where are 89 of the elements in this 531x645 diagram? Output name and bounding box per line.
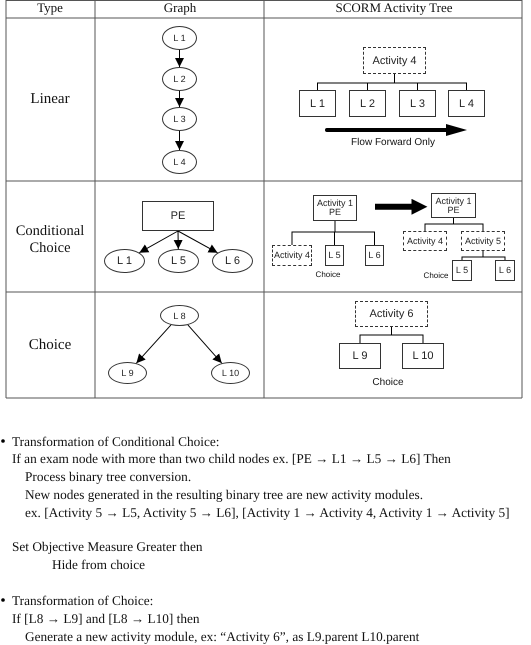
bullet-heading: Transformation of Conditional Choice: bbox=[12, 433, 220, 450]
lesson-ellipse bbox=[162, 150, 197, 174]
node-label: Activity 1 PE bbox=[434, 196, 472, 214]
rule-text: Generate a new activity module, ex: “Activity 6”, as L9.parent L10.parent bbox=[25, 628, 420, 645]
node-box bbox=[142, 201, 214, 231]
row-label: Choice bbox=[28, 337, 72, 354]
lesson-ellipse bbox=[162, 107, 197, 131]
node-label: Activity 4 bbox=[406, 236, 443, 246]
node-label: L 3 bbox=[410, 98, 425, 110]
node-label: L 6 bbox=[225, 255, 240, 267]
column-header: SCORM Activity Tree bbox=[334, 1, 454, 16]
row-label: Linear bbox=[29, 91, 71, 108]
node-label: Activity 5 bbox=[464, 236, 501, 246]
tree-connector bbox=[394, 74, 467, 90]
column-header: Graph bbox=[162, 1, 198, 16]
node-label: L 5 bbox=[456, 266, 468, 275]
node-label: L 3 bbox=[173, 114, 186, 124]
activity-box bbox=[355, 301, 428, 327]
rule-text: Hide from choice bbox=[52, 556, 146, 573]
node-label: L 4 bbox=[173, 157, 186, 167]
arrow bbox=[175, 50, 184, 68]
node-box bbox=[299, 90, 336, 117]
activity-box bbox=[403, 231, 447, 251]
rule-text: Set Objective Measure Greater then bbox=[12, 538, 204, 555]
lesson-ellipse bbox=[162, 26, 197, 50]
rule-text: If an exam node with more than two child nodes ex. [PE → L1 → L5 → L6] Then bbox=[12, 450, 452, 467]
node-box bbox=[495, 260, 515, 281]
node-label: L 6 bbox=[498, 266, 512, 275]
lesson-ellipse bbox=[212, 249, 253, 273]
node-label: PE bbox=[170, 210, 186, 222]
lesson-ellipse bbox=[211, 362, 250, 384]
activity-box bbox=[461, 231, 505, 251]
node-label: L 6 bbox=[368, 251, 381, 260]
lesson-ellipse bbox=[104, 249, 145, 273]
activity-box bbox=[363, 47, 426, 74]
column-header: Type bbox=[36, 1, 64, 16]
node-label: Activity 4 bbox=[372, 54, 416, 66]
arrow bbox=[187, 324, 222, 364]
node-label: L 8 bbox=[173, 310, 186, 320]
node-label: Activity 6 bbox=[369, 308, 414, 320]
tree-caption: Flow Forward Only bbox=[350, 137, 436, 148]
row-label: Conditional Choice bbox=[14, 223, 86, 256]
node-label: Activity 1 PE bbox=[316, 199, 354, 217]
node-box bbox=[365, 245, 384, 266]
node-box bbox=[399, 90, 436, 117]
arrow bbox=[174, 230, 183, 250]
tree-connector bbox=[453, 218, 484, 232]
tree-caption: Choice bbox=[314, 270, 342, 280]
tree-caption: Choice bbox=[422, 271, 450, 280]
node-label: Activity 4 bbox=[274, 251, 310, 260]
tree-connector bbox=[334, 220, 375, 246]
rule-text: New nodes generated in the resulting binary tree are new activity modules. bbox=[25, 486, 424, 503]
node-label: L 9 bbox=[121, 368, 134, 378]
tree-caption: Choice bbox=[371, 377, 405, 388]
node-label: L 5 bbox=[328, 251, 341, 260]
node-box bbox=[452, 260, 472, 281]
lesson-ellipse bbox=[158, 249, 199, 273]
node-box bbox=[402, 343, 444, 369]
arrow bbox=[178, 230, 218, 254]
arrow bbox=[175, 130, 184, 150]
node-label: L 1 bbox=[173, 33, 186, 43]
rule-text: ex. [Activity 5 → L5, Activity 5 → L6], [Activity 1 → Activity 4, Activity 1 → Activity 5] bbox=[25, 504, 511, 521]
lesson-ellipse bbox=[162, 67, 197, 91]
node-box bbox=[349, 90, 386, 117]
lesson-ellipse bbox=[108, 362, 147, 384]
arrow bbox=[138, 230, 178, 254]
lesson-ellipse bbox=[160, 305, 199, 326]
rule-text: Process binary tree conversion. bbox=[25, 468, 192, 485]
arrow bbox=[136, 324, 172, 364]
node-label: L 1 bbox=[310, 98, 325, 110]
node-box bbox=[325, 245, 344, 266]
bullet-heading: Transformation of Choice: bbox=[12, 592, 154, 609]
node-label: L 10 bbox=[222, 368, 240, 378]
rule-text: If [L8 → L9] and [L8 → L10] then bbox=[12, 610, 201, 627]
tree-connector bbox=[391, 326, 424, 344]
node-label: L 4 bbox=[459, 98, 474, 110]
activity-box bbox=[272, 245, 312, 266]
node-label: L 5 bbox=[171, 255, 186, 267]
node-box bbox=[448, 90, 485, 117]
block-arrow bbox=[375, 198, 428, 215]
node-box bbox=[313, 195, 357, 221]
node-label: L 1 bbox=[117, 255, 132, 267]
node-box bbox=[339, 343, 381, 369]
node-label: L 10 bbox=[412, 350, 434, 362]
tree-connector bbox=[482, 250, 506, 260]
node-label: L 2 bbox=[360, 98, 375, 110]
arrow bbox=[175, 90, 184, 108]
node-label: L 2 bbox=[173, 74, 186, 84]
node-label: L 9 bbox=[352, 350, 368, 362]
